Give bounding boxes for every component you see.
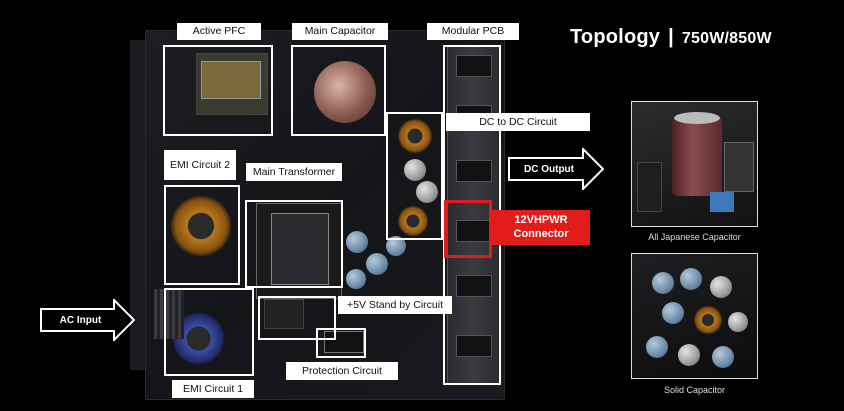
- blue-component: [710, 192, 734, 212]
- label-dc-to-dc: DC to DC Circuit: [446, 113, 590, 131]
- frame-emi-circuit-1: [164, 288, 254, 376]
- title-separator: |: [668, 26, 674, 48]
- frame-active-pfc: [163, 45, 273, 136]
- frame-main-transformer: [245, 200, 343, 288]
- solid-cap: [710, 276, 732, 298]
- ac-input-arrow: AC Input: [40, 299, 135, 341]
- blue-cap-3: [346, 269, 366, 289]
- label-emi-circuit-1: EMI Circuit 1: [172, 380, 254, 398]
- solid-coil: [694, 306, 722, 334]
- solid-capacitor-photo: [631, 253, 758, 379]
- label-main-capacitor: Main Capacitor: [292, 23, 388, 40]
- title-sub: 750W/850W: [682, 30, 772, 47]
- label-emi-circuit-2: EMI Circuit 2: [164, 150, 236, 180]
- solid-cap: [712, 346, 734, 368]
- frame-main-capacitor: [291, 45, 386, 136]
- label-standby-circuit: +5V Stand by Circuit: [338, 296, 452, 314]
- solid-cap: [728, 312, 748, 332]
- solid-cap: [678, 344, 700, 366]
- japanese-capacitor-photo: [631, 101, 758, 227]
- dc-output-label: DC Output: [508, 148, 604, 190]
- frame-12vhpwr: [444, 200, 492, 258]
- label-main-transformer: Main Transformer: [246, 163, 342, 181]
- solid-cap: [662, 302, 684, 324]
- blue-cap-2: [366, 253, 388, 275]
- blue-cap-1: [346, 231, 368, 253]
- solid-cap: [680, 268, 702, 290]
- title-main: Topology: [570, 26, 660, 48]
- frame-protection-circuit: [316, 328, 366, 358]
- ac-input-label: AC Input: [40, 299, 135, 341]
- capacitor-body: [672, 116, 722, 196]
- frame-dc-to-dc: [386, 112, 443, 240]
- page-title: Topology | 750W/850W: [570, 26, 772, 49]
- solid-cap: [652, 272, 674, 294]
- frame-emi-circuit-2: [164, 185, 240, 285]
- label-protection-circuit: Protection Circuit: [286, 362, 398, 380]
- component-block: [724, 142, 754, 192]
- solid-cap: [646, 336, 668, 358]
- dc-output-arrow: DC Output: [508, 148, 604, 190]
- side-component: [637, 162, 662, 212]
- caption-japanese-capacitor: All Japanese Capacitor: [631, 232, 758, 242]
- label-12vhpwr: 12VHPWR Connector: [492, 210, 590, 245]
- label-modular-pcb: Modular PCB: [427, 23, 519, 40]
- caption-solid-capacitor: Solid Capacitor: [631, 385, 758, 395]
- capacitor-top: [674, 112, 720, 124]
- label-active-pfc: Active PFC: [177, 23, 261, 40]
